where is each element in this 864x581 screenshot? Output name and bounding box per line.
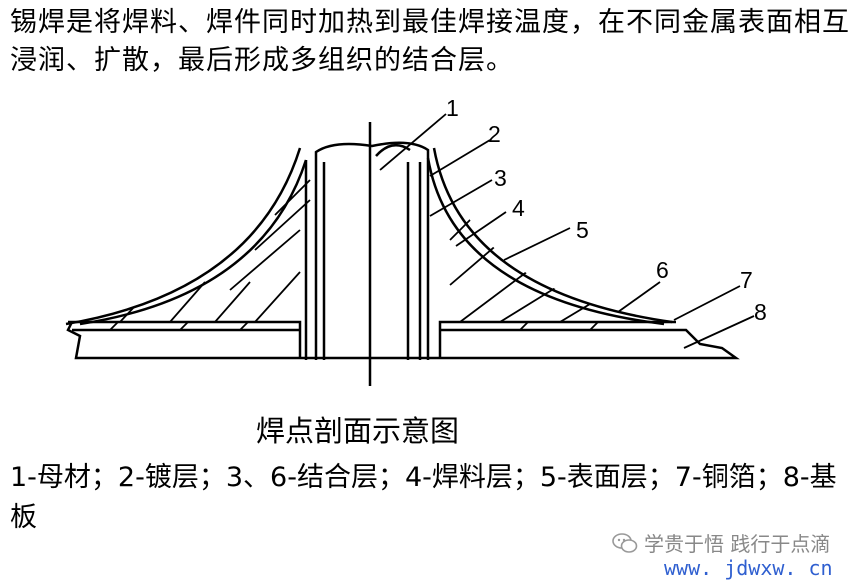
- watermark-text: 学贵于悟 践行于点滴: [644, 532, 831, 556]
- copper-foil-layer: [68, 320, 676, 358]
- label-2: 2: [488, 121, 501, 147]
- solder-hatch-left: [119, 179, 311, 322]
- substrate-layer: [66, 321, 740, 360]
- label-8: 8: [754, 299, 767, 325]
- label-4: 4: [512, 195, 525, 221]
- board-hatch: [109, 321, 599, 331]
- watermark: 学贵于悟 践行于点滴: [612, 528, 830, 557]
- solder-joint-cross-section-diagram: 1 2 3 4 5 6 7 8: [65, 95, 767, 386]
- label-6: 6: [656, 257, 669, 283]
- wechat-icon: [612, 532, 638, 553]
- intro-paragraph: 锡焊是将焊料、焊件同时加热到最佳焊接温度，在不同金属表面相互浸润、扩散，最后形成…: [10, 7, 850, 76]
- layer-labels: 1 2 3 4 5 6 7 8: [446, 95, 767, 325]
- solder-fillet: [65, 147, 673, 326]
- component-lead: [304, 141, 430, 360]
- label-1: 1: [446, 95, 459, 121]
- label-5: 5: [576, 217, 589, 243]
- watermark-domain: www. jdwxw. cn: [664, 556, 833, 580]
- label-7: 7: [740, 267, 753, 293]
- leader-lines: [379, 113, 755, 349]
- diagram-caption: 焊点剖面示意图: [256, 414, 460, 448]
- legend-text: 1-母材；2-镀层；3、6-结合层；4-焊料层；5-表面层；7-铜箔；8-基板: [10, 462, 837, 533]
- label-3: 3: [494, 165, 507, 191]
